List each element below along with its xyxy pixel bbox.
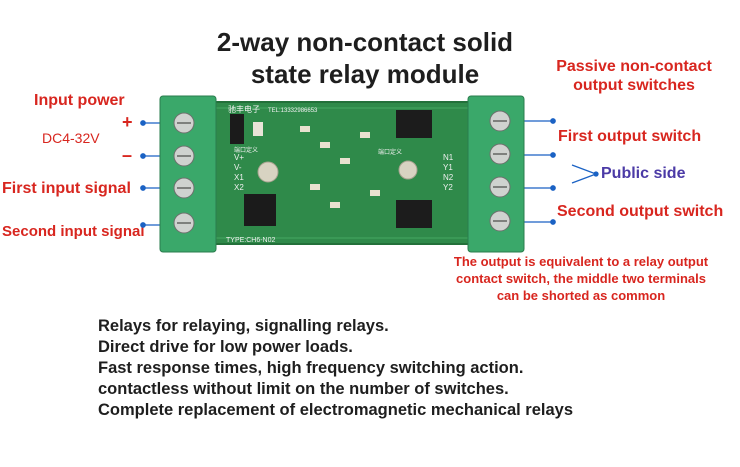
input-power-label: Input power [34, 92, 125, 109]
board-tel: TEL:13332986653 [268, 108, 318, 114]
feature-item: Relays for relaying, signalling relays. [98, 317, 389, 335]
relay-module-board: 驰丰电子 TEL:13332986653 端口定义 端口定义 V+ V- X1 … [150, 92, 550, 254]
pin-y2: Y2 [443, 183, 453, 192]
board-port-left: 端口定义 [234, 146, 258, 154]
first-input-label: First input signal [2, 180, 131, 197]
feature-list: Relays for relaying, signalling relays. … [98, 316, 573, 421]
output-note-line-3: can be shorted as common [496, 288, 666, 303]
output-note-line-2: contact switch, the middle two terminals [456, 271, 706, 286]
plus-sign: + [122, 112, 133, 132]
voltage-label: DC4-32V [42, 130, 100, 146]
pin-vminus: V- [234, 163, 242, 172]
feature-item: Fast response times, high frequency swit… [98, 359, 524, 377]
board-type: TYPE:CH6-N02 [226, 237, 276, 244]
feature-item: Complete replacement of electromagnetic … [98, 401, 574, 419]
board-port-right: 端口定义 [378, 148, 402, 156]
pin-x2: X2 [234, 183, 244, 192]
pin-x1: X1 [234, 173, 244, 182]
passive-output-line-1: Passive non-contact [556, 58, 712, 75]
passive-output-line-2: output switches [573, 77, 695, 94]
public-side-label: Public side [601, 165, 686, 182]
pin-y1: Y1 [443, 163, 453, 172]
output-note-line-1: The output is equivalent to a relay outp… [453, 254, 709, 269]
second-output-label: Second output switch [557, 203, 724, 220]
pin-vplus: V+ [234, 153, 244, 162]
title-line-2: state relay module [250, 59, 480, 89]
first-output-label: First output switch [558, 128, 702, 145]
board-brand: 驰丰电子 [228, 104, 260, 114]
output-note: The output is equivalent to a relay outp… [426, 253, 736, 304]
feature-item: Direct drive for low power loads. [98, 338, 353, 356]
title-line-1: 2-way non-contact solid [216, 27, 514, 57]
second-input-label: Second input signal [2, 223, 145, 240]
passive-output-label: Passive non-contact output switches [534, 57, 734, 95]
pin-n1: N1 [443, 153, 454, 162]
feature-item: contactless without limit on the number … [98, 380, 509, 398]
minus-sign: – [122, 145, 133, 165]
pin-n2: N2 [443, 173, 454, 182]
page-title: 2-way non-contact solid state relay modu… [180, 26, 550, 90]
